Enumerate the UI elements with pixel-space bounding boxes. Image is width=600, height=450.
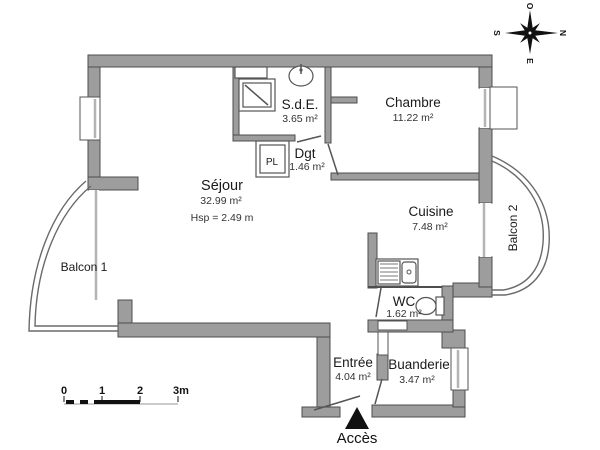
wall-top <box>87 54 493 68</box>
doors <box>296 135 408 411</box>
parapet-balcony1-outer <box>28 180 118 332</box>
compass-north: N <box>558 30 568 36</box>
room-label-sde: S.d.E. <box>282 97 319 112</box>
access-arrow-icon <box>345 407 369 429</box>
door-gap-balcony1 <box>89 190 99 300</box>
wall-left-mid <box>87 137 101 179</box>
room-area-sde: 3.65 m² <box>282 113 318 125</box>
room-area-chambre: 11.22 m² <box>393 112 434 124</box>
door-panel-buanderie <box>377 331 389 356</box>
wall-chambre-stub <box>330 96 358 104</box>
wall-right-top <box>478 66 493 89</box>
walls <box>87 54 493 418</box>
wall-bottom-left <box>301 406 341 418</box>
wall-buanderie-right-low <box>452 387 466 408</box>
compass-east: E <box>525 58 535 64</box>
room-label-balcon2: Balcon 2 <box>506 204 520 251</box>
wall-right-kitchen-low <box>478 256 493 288</box>
closet-label-pl: PL <box>266 157 279 168</box>
access-marker: Accès <box>337 407 378 447</box>
scale-tick-3m: 3m <box>173 385 189 397</box>
door-gap-balcony2 <box>480 203 491 257</box>
toilet-icon <box>415 296 445 316</box>
wall-buanderie-door-pier <box>376 353 389 381</box>
compass-hub <box>527 30 533 36</box>
parapet-balcony1-inner <box>34 185 118 327</box>
compass-south: S <box>492 30 502 36</box>
fixtures <box>234 64 445 316</box>
parapet-balcony2-inner <box>491 160 544 291</box>
balconies <box>28 155 550 332</box>
scale-tick-1: 1 <box>99 385 105 397</box>
door-buanderie <box>374 378 383 405</box>
scale-dash-b <box>80 400 88 404</box>
room-area-sejour: 32.99 m² <box>200 195 242 207</box>
scale-bar: 0 1 2 3m <box>61 385 189 405</box>
room-label-entree: Entrée <box>333 355 373 370</box>
door-sde <box>296 135 322 143</box>
wall-sejour-bottom <box>117 322 331 338</box>
wall-balcony1-corner <box>117 299 133 326</box>
parapet-balcony2-outer <box>491 155 550 296</box>
wall-bottom-right <box>371 404 466 418</box>
wall-balcony1-return <box>87 176 139 191</box>
wall-left-upper <box>87 66 101 100</box>
room-label-wc: WC <box>393 294 416 309</box>
scale-dash-a <box>66 400 74 404</box>
scale-dash-c <box>94 400 102 404</box>
wall-buanderie-right-high <box>441 329 466 349</box>
shelf-sde <box>234 66 268 79</box>
wall-sde-bottom <box>232 134 296 142</box>
window-sejour-left <box>79 96 101 141</box>
room-label-cuisine: Cuisine <box>408 204 453 219</box>
compass-west: O <box>525 3 535 10</box>
scale-tick-2: 2 <box>137 385 143 397</box>
room-area-entree: 4.04 m² <box>335 371 371 383</box>
scale-tick-0: 0 <box>61 385 67 397</box>
kitchen-sink-icon <box>375 258 419 287</box>
windows <box>79 86 518 391</box>
room-area-cuisine: 7.48 m² <box>412 221 448 233</box>
room-label-buanderie: Buanderie <box>388 357 450 372</box>
room-label-chambre: Chambre <box>385 95 441 110</box>
room-area-dgt: 1.46 m² <box>289 161 325 173</box>
room-labels: Séjour 32.99 m² Hsp = 2.49 m Chambre 11.… <box>61 95 520 386</box>
window-chambre-right <box>489 86 518 130</box>
door-chambre <box>327 143 339 176</box>
room-label-dgt: Dgt <box>294 146 315 161</box>
room-label-balcon1: Balcon 1 <box>61 260 108 274</box>
room-area-buanderie: 3.47 m² <box>399 374 435 386</box>
door-entrance <box>313 395 361 411</box>
room-label-sejour: Séjour <box>201 178 243 194</box>
wall-entree-left <box>316 336 331 408</box>
door-panel-wc <box>377 320 408 331</box>
room-height-sejour: Hsp = 2.49 m <box>191 212 254 224</box>
compass-rose-icon: O N E S <box>492 3 568 64</box>
access-label: Accès <box>337 430 378 447</box>
closet-pl <box>255 140 290 178</box>
window-buanderie-right <box>450 347 469 391</box>
room-area-wc: 1.62 m² <box>386 308 422 320</box>
wall-chambre-cuisine <box>330 172 480 181</box>
wall-sde-right <box>324 66 332 144</box>
shower-icon <box>238 78 276 112</box>
wall-right-mid <box>478 127 493 204</box>
washbasin-icon <box>288 64 314 87</box>
door-wc <box>375 287 382 318</box>
scale-solid-segment <box>102 400 140 404</box>
